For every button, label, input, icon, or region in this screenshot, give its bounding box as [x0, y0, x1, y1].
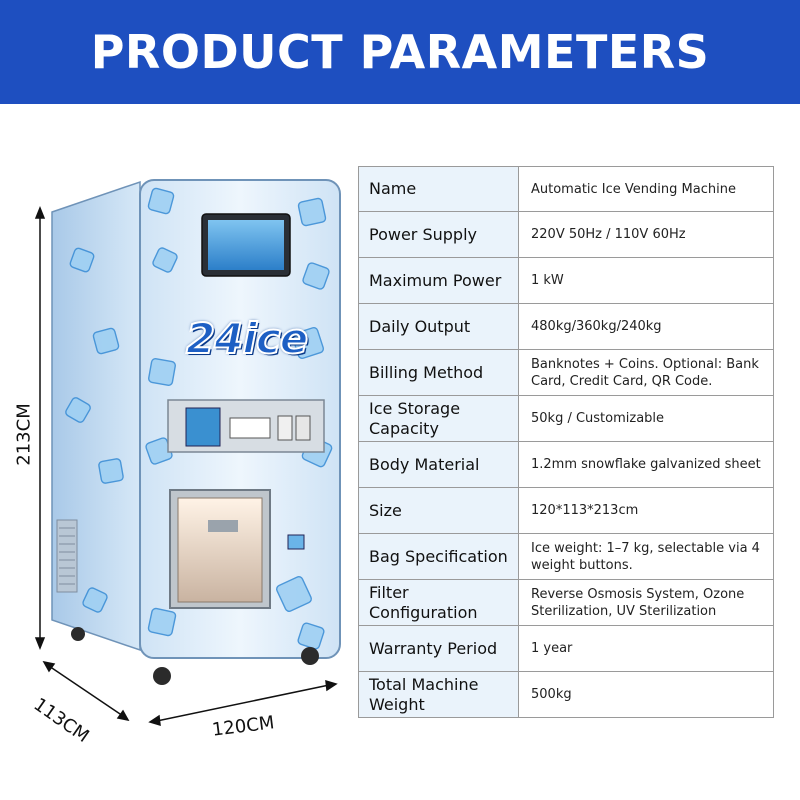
spec-key: Total Machine Weight — [358, 671, 519, 718]
table-row: Maximum Power 1 kW — [358, 257, 774, 304]
spec-value: Ice weight: 1–7 kg, selectable via 4 wei… — [518, 533, 774, 580]
spec-key: Power Supply — [358, 211, 519, 258]
header-banner: PRODUCT PARAMETERS — [0, 0, 800, 104]
spec-key: Size — [358, 487, 519, 534]
table-row: Size 120*113*213cm — [358, 487, 774, 534]
table-row: Body Material 1.2mm snowflake galvanized… — [358, 441, 774, 488]
table-row: Bag Specification Ice weight: 1–7 kg, se… — [358, 533, 774, 580]
product-image: 24ice 213CM 113CM 120CM — [0, 104, 350, 800]
spec-value: 480kg/360kg/240kg — [518, 303, 774, 350]
table-row: Ice Storage Capacity 50kg / Customizable — [358, 395, 774, 442]
spec-value: Automatic Ice Vending Machine — [518, 166, 774, 212]
spec-value: 500kg — [518, 671, 774, 718]
brand-logo: 24ice — [185, 313, 309, 364]
spec-value: 1 kW — [518, 257, 774, 304]
table-row: Name Automatic Ice Vending Machine — [358, 166, 774, 212]
spec-value: 1 year — [518, 625, 774, 672]
spec-value: 120*113*213cm — [518, 487, 774, 534]
table-row: Filter Configuration Reverse Osmosis Sys… — [358, 579, 774, 626]
table-row: Warranty Period 1 year — [358, 625, 774, 672]
ice-cube-pattern — [65, 187, 333, 650]
spec-value: Reverse Osmosis System, Ozone Sterilizat… — [518, 579, 774, 626]
table-row: Power Supply 220V 50Hz / 110V 60Hz — [358, 211, 774, 258]
spec-key: Filter Configuration — [358, 579, 519, 626]
dimension-lines — [34, 205, 338, 727]
spec-key: Maximum Power — [358, 257, 519, 304]
table-row: Daily Output 480kg/360kg/240kg — [358, 303, 774, 350]
height-dimension-label: 213CM — [13, 403, 35, 466]
spec-value: 50kg / Customizable — [518, 395, 774, 442]
spec-value: 1.2mm snowflake galvanized sheet — [518, 441, 774, 488]
spec-key: Ice Storage Capacity — [358, 395, 519, 442]
spec-key: Bag Specification — [358, 533, 519, 580]
spec-key: Body Material — [358, 441, 519, 488]
vending-machine-illustration — [34, 179, 341, 727]
spec-key: Warranty Period — [358, 625, 519, 672]
casters — [71, 627, 319, 685]
spec-key: Billing Method — [358, 349, 519, 396]
page-title: PRODUCT PARAMETERS — [90, 25, 710, 79]
spec-key: Name — [358, 166, 519, 212]
spec-table: Name Automatic Ice Vending Machine Power… — [358, 166, 774, 718]
table-row: Total Machine Weight 500kg — [358, 671, 774, 718]
side-vent — [56, 519, 78, 593]
spec-value: 220V 50Hz / 110V 60Hz — [518, 211, 774, 258]
table-row: Billing Method Banknotes + Coins. Option… — [358, 349, 774, 396]
spec-key: Daily Output — [358, 303, 519, 350]
spec-value: Banknotes + Coins. Optional: Bank Card, … — [518, 349, 774, 396]
